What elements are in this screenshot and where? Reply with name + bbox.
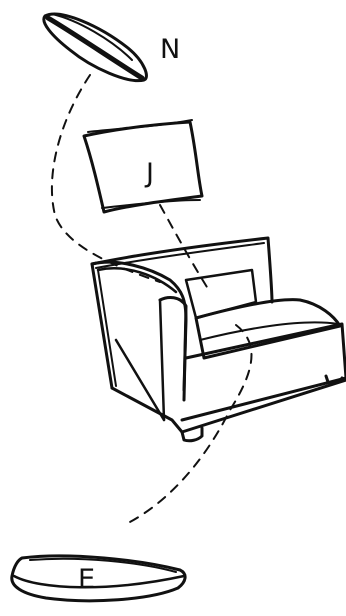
back-cushion-j-icon	[84, 120, 202, 212]
label-j: J	[144, 158, 154, 189]
label-e: E	[78, 564, 95, 595]
seat-cushion-e-icon	[12, 556, 185, 601]
guide-line-e-to-seat	[130, 325, 251, 522]
guide-line-n-to-seat	[52, 75, 160, 282]
label-n: N	[160, 34, 180, 65]
pillow-n-icon	[44, 14, 147, 81]
sofa-module-icon	[92, 238, 346, 441]
